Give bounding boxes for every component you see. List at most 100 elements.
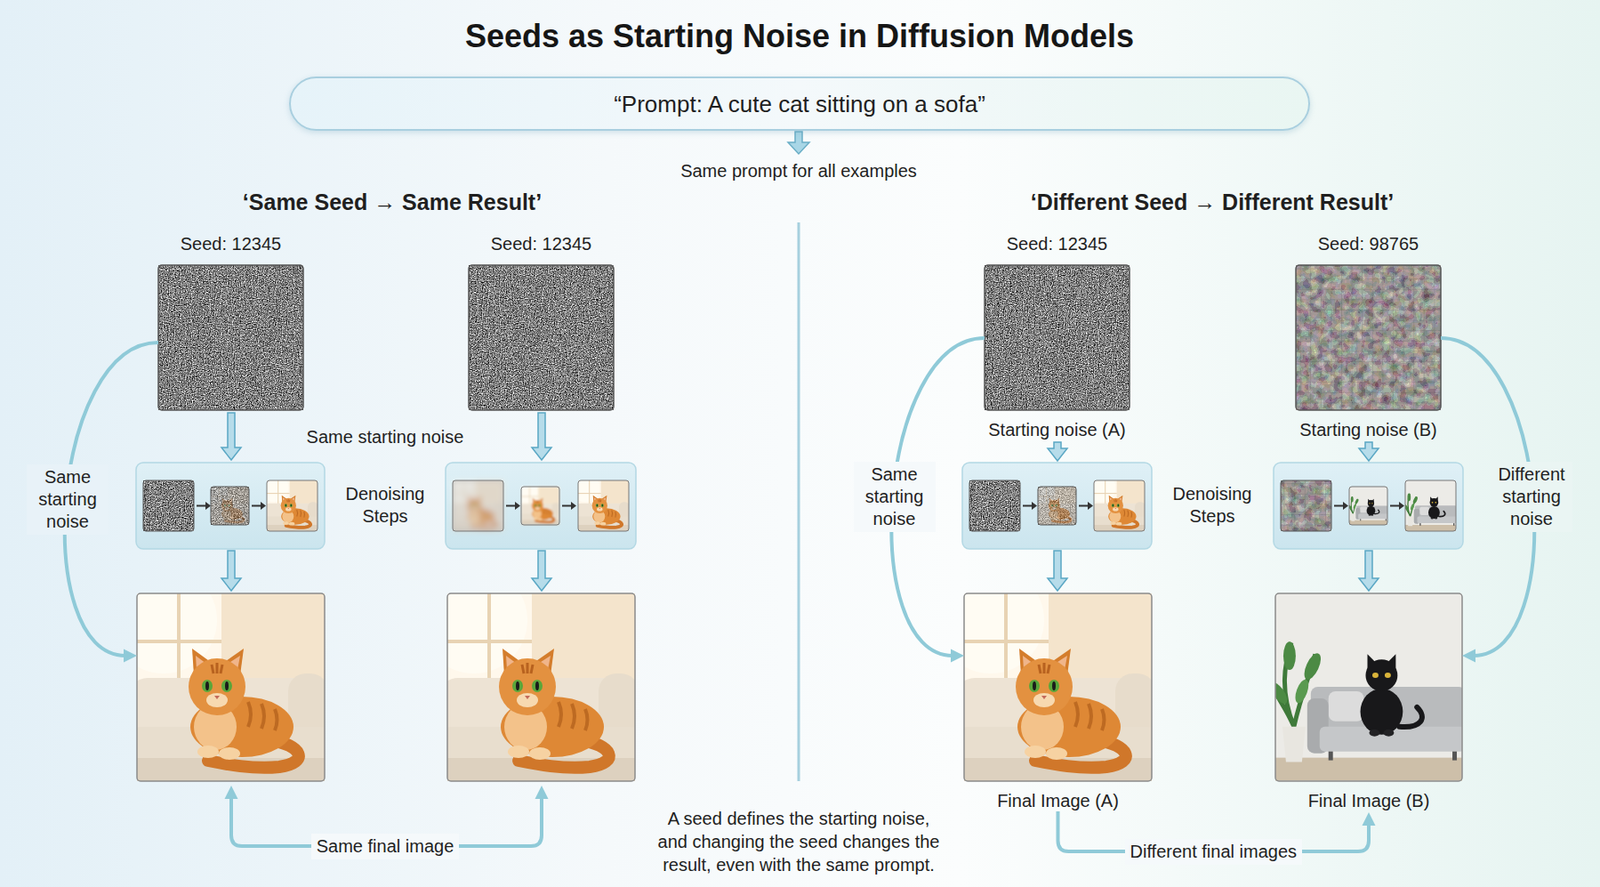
denoising-panel-part <box>1280 480 1332 531</box>
flow-arrows <box>221 412 1379 591</box>
denoising-panel-part <box>514 501 521 510</box>
final-image: Final Image (A) <box>964 593 1152 812</box>
denoising-panel-part <box>1086 473 1148 534</box>
denoising-panel <box>136 462 325 549</box>
final-images-part <box>1267 594 1466 781</box>
seed-label: Seed: 12345 <box>158 233 304 255</box>
image-label: Final Image (B) <box>1275 789 1463 812</box>
noise-squares-part <box>158 265 304 411</box>
denoising-panel-part <box>251 505 261 507</box>
denoising-panel-part <box>1280 480 1332 531</box>
note-label: Denoising Steps <box>340 482 430 528</box>
noise-squares-part <box>984 265 1130 411</box>
section-heading: ‘Same Seed → Same Result’ <box>242 188 542 217</box>
denoising-panel-part <box>515 481 562 527</box>
noise-squares-part <box>468 265 614 411</box>
noise-image: Seed: 12345Starting noise (A) <box>984 233 1130 441</box>
seed-label: Seed: 12345 <box>984 233 1130 255</box>
denoising-panel-part <box>266 480 318 531</box>
denoising-panel-part <box>962 462 1152 549</box>
denoising-panel-part <box>506 505 515 507</box>
denoising-panel-part <box>1273 462 1464 549</box>
arrow-label: Same final image <box>311 833 460 860</box>
denoising-panel-part <box>136 462 325 549</box>
note-label: Same prompt for all examples <box>680 160 917 183</box>
section-heading: ‘Different Seed → Different Result’ <box>1030 188 1394 217</box>
flow-arrows-part <box>1047 550 1068 591</box>
final-images-part <box>447 593 636 781</box>
denoising-panel-part <box>205 501 211 510</box>
denoising-panel-part <box>570 473 632 534</box>
bracket-arrow-part <box>535 785 549 799</box>
denoising-panel <box>445 462 636 549</box>
arrow-label: Same starting noise <box>26 464 109 535</box>
denoising-panel-part <box>1022 505 1032 507</box>
noise-image: Seed: 12345 <box>468 233 614 411</box>
denoising-panel-part <box>969 480 1021 531</box>
denoising-panel-part <box>578 480 629 531</box>
diagram-title: Seeds as Starting Noise in Diffusion Mod… <box>465 16 1134 57</box>
edge-label: Different starting noise <box>1490 461 1573 532</box>
denoising-panel-part <box>205 481 251 527</box>
denoising-panel-part <box>1390 505 1399 507</box>
denoising-panel-part <box>260 501 266 510</box>
final-images-part <box>1275 593 1463 781</box>
denoising-panel-part <box>1280 480 1332 531</box>
flow-arrows-part <box>1358 442 1379 461</box>
denoising-panel-part <box>196 505 206 507</box>
noise-squares-part <box>984 265 1130 411</box>
denoising-panel-part <box>1093 480 1145 531</box>
denoising-panel-part <box>259 473 321 534</box>
prompt-box: “Prompt: A cute cat sitting on a sofa” <box>289 76 1311 131</box>
denoising-panel-part <box>1037 486 1077 525</box>
flow-arrows-part <box>531 412 552 460</box>
note-label: Same starting noise <box>306 426 465 449</box>
denoising-panel-part <box>143 480 194 531</box>
denoising-panel-part <box>1398 501 1405 510</box>
prompt-arrow <box>787 131 810 154</box>
denoising-panel-part <box>1078 505 1088 507</box>
noise-squares-part <box>1295 265 1441 411</box>
noise-squares-part <box>468 265 614 411</box>
edge-label: Different final images <box>1125 838 1303 865</box>
final-images-part <box>136 593 325 781</box>
noise-squares-part <box>1295 265 1441 411</box>
seed-label: Seed: 98765 <box>1295 233 1441 255</box>
flow-arrows-part <box>1047 442 1068 461</box>
section-divider <box>797 222 801 781</box>
arrow-head <box>950 649 965 663</box>
denoising-panel <box>1273 462 1464 549</box>
denoising-panel-part <box>1403 480 1457 531</box>
bracket-arrow-part <box>225 785 239 799</box>
denoising-panel-part <box>969 480 1021 531</box>
caption-text: A seed defines the starting noise, and c… <box>653 806 944 877</box>
flow-arrows-part <box>531 550 552 591</box>
denoising-panel-part <box>562 505 571 507</box>
denoising-panel-part <box>570 501 577 510</box>
denoising-panel <box>962 462 1152 549</box>
final-images-part <box>964 593 1152 781</box>
seed-label: Seed: 12345 <box>468 233 614 255</box>
prompt-text: “Prompt: A cute cat sitting on a sofa” <box>613 89 986 119</box>
final-images <box>110 566 1466 789</box>
arrow-head <box>1462 649 1476 663</box>
noise-image: Seed: 98765Starting noise (B) <box>1295 233 1441 441</box>
denoising-panel-part <box>445 473 507 534</box>
denoising-panel-part <box>445 462 636 549</box>
denoising-panel-part <box>1405 480 1456 531</box>
noise-squares-part <box>1295 265 1441 411</box>
denoising-panel-part <box>1087 501 1094 510</box>
denoising-panel-part <box>1334 505 1343 507</box>
denoising-panel-part <box>521 486 560 525</box>
noise-image: Seed: 12345 <box>158 233 304 411</box>
denoising-panel-part <box>1349 486 1388 525</box>
denoising-panel-part <box>452 480 504 531</box>
denoising-panel-part <box>1031 501 1038 510</box>
denoising-panel-part <box>1032 481 1078 527</box>
curved-arrow-part <box>123 649 137 663</box>
final-images-part <box>937 566 1161 789</box>
denoising-panel-part <box>210 486 250 525</box>
